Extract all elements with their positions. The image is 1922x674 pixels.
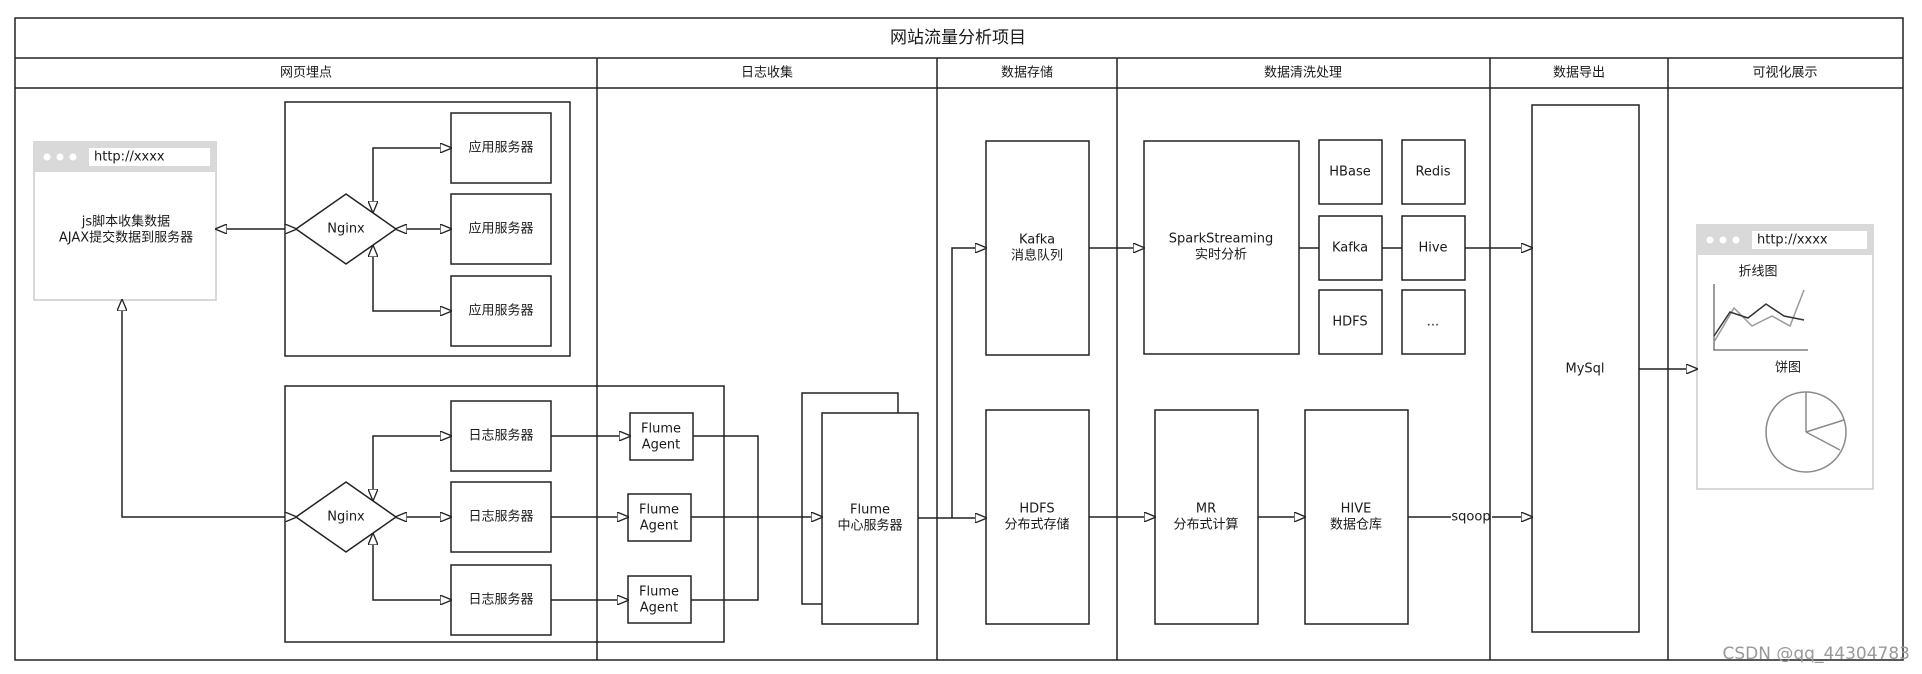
app-server-1	[450, 112, 552, 184]
column-header-export: 数据导出	[1553, 66, 1605, 81]
log-server-2	[450, 481, 552, 553]
flume-agent-3	[627, 575, 692, 624]
hive-small-box	[1401, 215, 1466, 281]
log-server-1	[450, 400, 552, 472]
flume-agent-1	[629, 412, 694, 461]
log-server-1-label: 日志服务器	[468, 428, 533, 444]
app-server-1-label: 应用服务器	[468, 140, 533, 156]
window-dot-icon	[1732, 236, 1740, 244]
kafka-queue-box	[985, 140, 1090, 356]
redis-label: Redis	[1415, 165, 1450, 180]
browser-left-line1: js脚本收集数据	[81, 214, 170, 230]
column-header-tracking: 网页埋点	[280, 66, 332, 81]
spark-streaming-line1: SparkStreaming	[1169, 232, 1273, 247]
hive-small-label: Hive	[1418, 241, 1447, 256]
hdfs-small-box	[1318, 289, 1383, 355]
flume-agent-1-line1: Flume	[641, 422, 681, 437]
kafka-small-box	[1318, 215, 1383, 281]
pie-chart-icon	[1765, 391, 1847, 473]
url-bar	[89, 148, 210, 166]
hive-warehouse-line1: HIVE	[1341, 502, 1372, 517]
flume-agent-2	[627, 493, 692, 542]
flume-agent-1-line2: Agent	[642, 438, 680, 453]
hive-warehouse-line2: 数据仓库	[1330, 517, 1382, 533]
hdfs-storage-line1: HDFS	[1019, 502, 1054, 517]
hbase-label: HBase	[1329, 165, 1370, 180]
mysql-label: MySql	[1565, 362, 1604, 377]
column-header-storage: 数据存储	[1001, 66, 1053, 81]
window-dot-icon	[43, 153, 51, 161]
flume-agents: Flume Agent Flume Agent Flume Agent	[627, 412, 694, 624]
flume-agent-2-line1: Flume	[639, 503, 679, 518]
mr-compute-box	[1154, 409, 1259, 625]
more-box	[1401, 289, 1466, 355]
diagram-title: 网站流量分析项目	[890, 28, 1026, 48]
log-server-3-label: 日志服务器	[468, 592, 533, 608]
app-server-2	[450, 193, 552, 265]
url-text: http://xxxx	[1757, 233, 1828, 248]
frame	[14, 17, 1904, 661]
browser-left-line2: AJAX提交数据到服务器	[59, 230, 193, 246]
hdfs-small-label: HDFS	[1332, 315, 1367, 330]
nginx-top-label: Nginx	[327, 222, 365, 237]
window-dot-icon	[1706, 236, 1714, 244]
app-server-3-label: 应用服务器	[468, 303, 533, 319]
hdfs-storage-box	[985, 409, 1090, 625]
line-chart-icon	[1713, 284, 1808, 351]
column-header-visualization: 可视化展示	[1752, 66, 1817, 81]
column-header-log-collection: 日志收集	[741, 65, 793, 81]
url-bar	[1752, 231, 1867, 249]
flume-agent-3-line2: Agent	[640, 601, 678, 616]
log-servers: 日志服务器 日志服务器 日志服务器	[450, 400, 552, 636]
url-text: http://xxxx	[94, 150, 165, 165]
spark-streaming-line2: 实时分析	[1195, 248, 1247, 263]
column-header-cleaning: 数据清洗处理	[1264, 66, 1342, 81]
app-server-2-label: 应用服务器	[468, 221, 533, 237]
watermark: CSDN @qq_44304783	[1723, 644, 1910, 664]
kafka-queue-line2: 消息队列	[1011, 248, 1063, 264]
flume-agent-2-line2: Agent	[640, 519, 678, 534]
kafka-queue-line1: Kafka	[1019, 233, 1055, 248]
window-dot-icon	[56, 153, 64, 161]
log-server-2-label: 日志服务器	[468, 509, 533, 525]
column-headers: 网页埋点 日志收集 数据存储 数据清洗处理 数据导出 可视化展示	[280, 65, 1818, 81]
flume-center-line1: Flume	[850, 503, 890, 518]
flume-agent-3-line1: Flume	[639, 585, 679, 600]
spark-streaming-box	[1143, 140, 1300, 355]
mysql-box	[1531, 104, 1640, 633]
window-dot-icon	[1719, 236, 1727, 244]
flume-center-server: Flume 中心服务器	[801, 392, 919, 625]
more-label: ...	[1427, 315, 1439, 330]
connectors	[122, 148, 1697, 600]
hbase-box	[1318, 139, 1383, 205]
sqoop-label: sqoop	[1451, 510, 1490, 525]
kafka-small-label: Kafka	[1332, 241, 1368, 256]
nginx-bottom-label: Nginx	[327, 510, 365, 525]
line-chart-label: 折线图	[1738, 265, 1777, 280]
mr-compute-line2: 分布式计算	[1173, 518, 1238, 533]
mr-compute-line1: MR	[1196, 502, 1216, 517]
pie-chart-label: 饼图	[1775, 361, 1801, 376]
hive-warehouse-box	[1304, 409, 1409, 625]
app-servers: 应用服务器 应用服务器 应用服务器	[450, 112, 552, 347]
browser-window-right: http://xxxx 折线图 饼图	[1696, 224, 1874, 490]
storage-options-grid: HBase Redis Kafka Hive HDFS ...	[1318, 139, 1466, 355]
flume-center-line2: 中心服务器	[837, 518, 902, 534]
hdfs-storage-line2: 分布式存储	[1004, 518, 1069, 533]
window-dot-icon	[69, 153, 77, 161]
browser-window-left: http://xxxx js脚本收集数据 AJAX提交数据到服务器	[33, 141, 217, 301]
app-server-3	[450, 275, 552, 347]
redis-box	[1401, 139, 1466, 205]
